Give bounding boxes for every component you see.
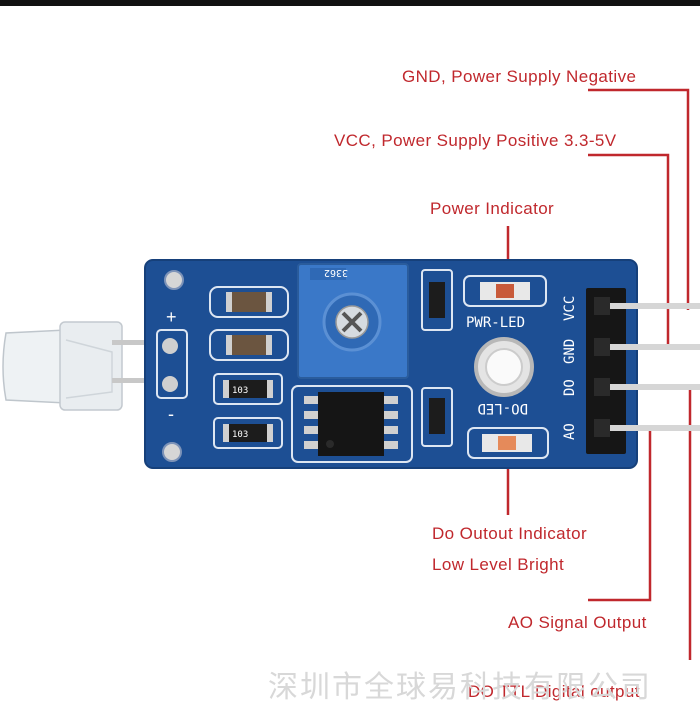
gnd-leader — [588, 88, 690, 310]
pin-label-do: DO — [562, 379, 578, 396]
pin-label-ao: AO — [562, 423, 578, 440]
minus-label: - — [168, 404, 174, 424]
smd-capacitors — [209, 286, 289, 361]
led-pads — [156, 329, 188, 399]
plus-label: + — [166, 307, 177, 327]
do-led-label: DO-LED — [477, 400, 528, 416]
pwr-led-label: PWR-LED — [466, 315, 525, 331]
potentiometer — [297, 263, 409, 379]
do-output-label: DO TTL Digital output — [468, 682, 640, 701]
pin-label-vcc: VCC — [562, 296, 578, 321]
do-indicator-label: Do Outout Indicator — [432, 524, 588, 543]
ic-chip — [291, 385, 413, 463]
led-resistors — [421, 269, 453, 447]
vcc-leader — [588, 153, 670, 350]
top-border — [0, 0, 700, 6]
mounting-hole — [162, 442, 182, 462]
header-pins — [586, 288, 700, 454]
mounting-hole — [164, 270, 184, 290]
smd-resistors — [213, 373, 283, 449]
resistor-marking: 103 — [232, 430, 248, 440]
pot-marking: 3362 — [324, 267, 348, 278]
gnd-label: GND, Power Supply Negative — [402, 67, 637, 86]
ao-leader — [588, 430, 652, 602]
resistor-marking: 103 — [232, 386, 248, 396]
do-indicator-sublabel: Low Level Bright — [432, 555, 565, 574]
power-indicator-label: Power Indicator — [430, 199, 555, 218]
power-led — [463, 275, 547, 307]
do-led — [467, 427, 549, 459]
pin-label-gnd: GND — [562, 339, 578, 364]
vcc-label: VCC, Power Supply Positive 3.3-5V — [334, 131, 617, 150]
watermark: 深圳市全球易科技有限公司 — [268, 670, 652, 705]
ao-output-label: AO Signal Output — [508, 613, 647, 632]
ir-led — [2, 321, 170, 411]
